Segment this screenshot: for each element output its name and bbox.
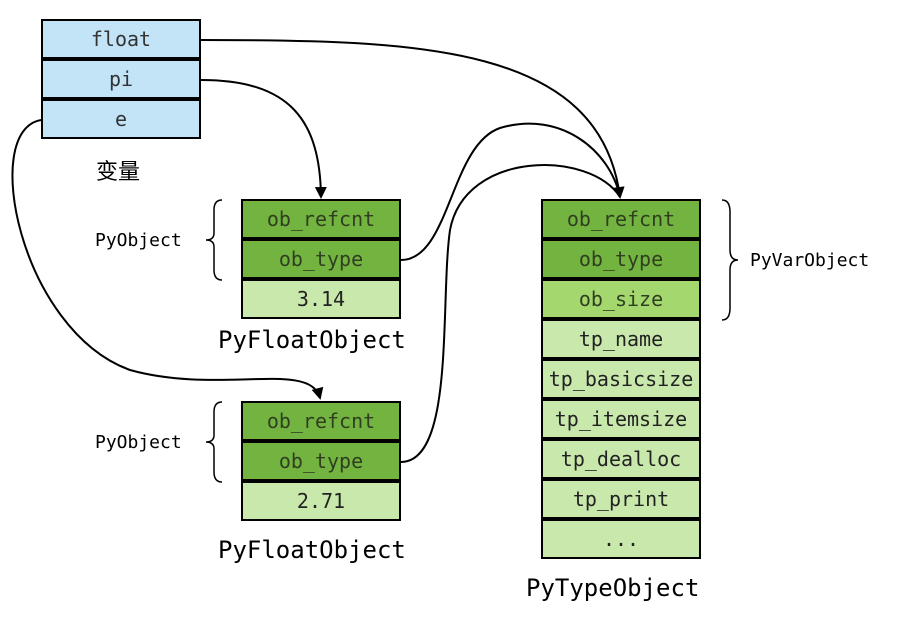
type-title: PyTypeObject	[526, 574, 700, 602]
variables-caption: 变量	[96, 160, 141, 185]
obj1-pyobject-label: PyObject	[95, 230, 182, 251]
arrow-obj2-type-to-type	[400, 164, 621, 463]
obj2-field-value: 2.71	[241, 481, 401, 521]
arrow-float-to-type	[200, 39, 625, 199]
brace-type	[721, 199, 739, 321]
obj1-field-ob-refcnt: ob_refcnt	[241, 199, 401, 239]
obj2-pyobject-label: PyObject	[95, 432, 182, 453]
type-field-tp-basicsize: tp_basicsize	[541, 359, 701, 399]
obj2-field-ob-refcnt: ob_refcnt	[241, 401, 401, 441]
type-field-ellipsis: ...	[541, 519, 701, 559]
type-field-tp-itemsize: tp_itemsize	[541, 399, 701, 439]
obj2-field-ob-type: ob_type	[241, 441, 401, 481]
variable-float: float	[41, 19, 201, 59]
arrow-obj1-type-to-type	[400, 122, 621, 261]
obj2-title: PyFloatObject	[218, 536, 406, 564]
obj1-field-ob-type: ob_type	[241, 239, 401, 279]
brace-obj1	[205, 199, 223, 281]
type-field-tp-print: tp_print	[541, 479, 701, 519]
variable-e: e	[41, 99, 201, 139]
type-field-tp-dealloc: tp_dealloc	[541, 439, 701, 479]
type-field-ob-refcnt: ob_refcnt	[541, 199, 701, 239]
type-field-tp-name: tp_name	[541, 319, 701, 359]
type-field-ob-type: ob_type	[541, 239, 701, 279]
variable-pi: pi	[41, 59, 201, 99]
type-field-ob-size: ob_size	[541, 279, 701, 319]
obj1-field-value: 3.14	[241, 279, 401, 319]
obj1-title: PyFloatObject	[218, 326, 406, 354]
brace-obj2	[205, 401, 223, 483]
arrow-e-to-obj2	[11, 119, 324, 400]
type-pyvarobject-label: PyVarObject	[750, 250, 870, 271]
arrow-pi-to-obj1	[200, 79, 327, 199]
